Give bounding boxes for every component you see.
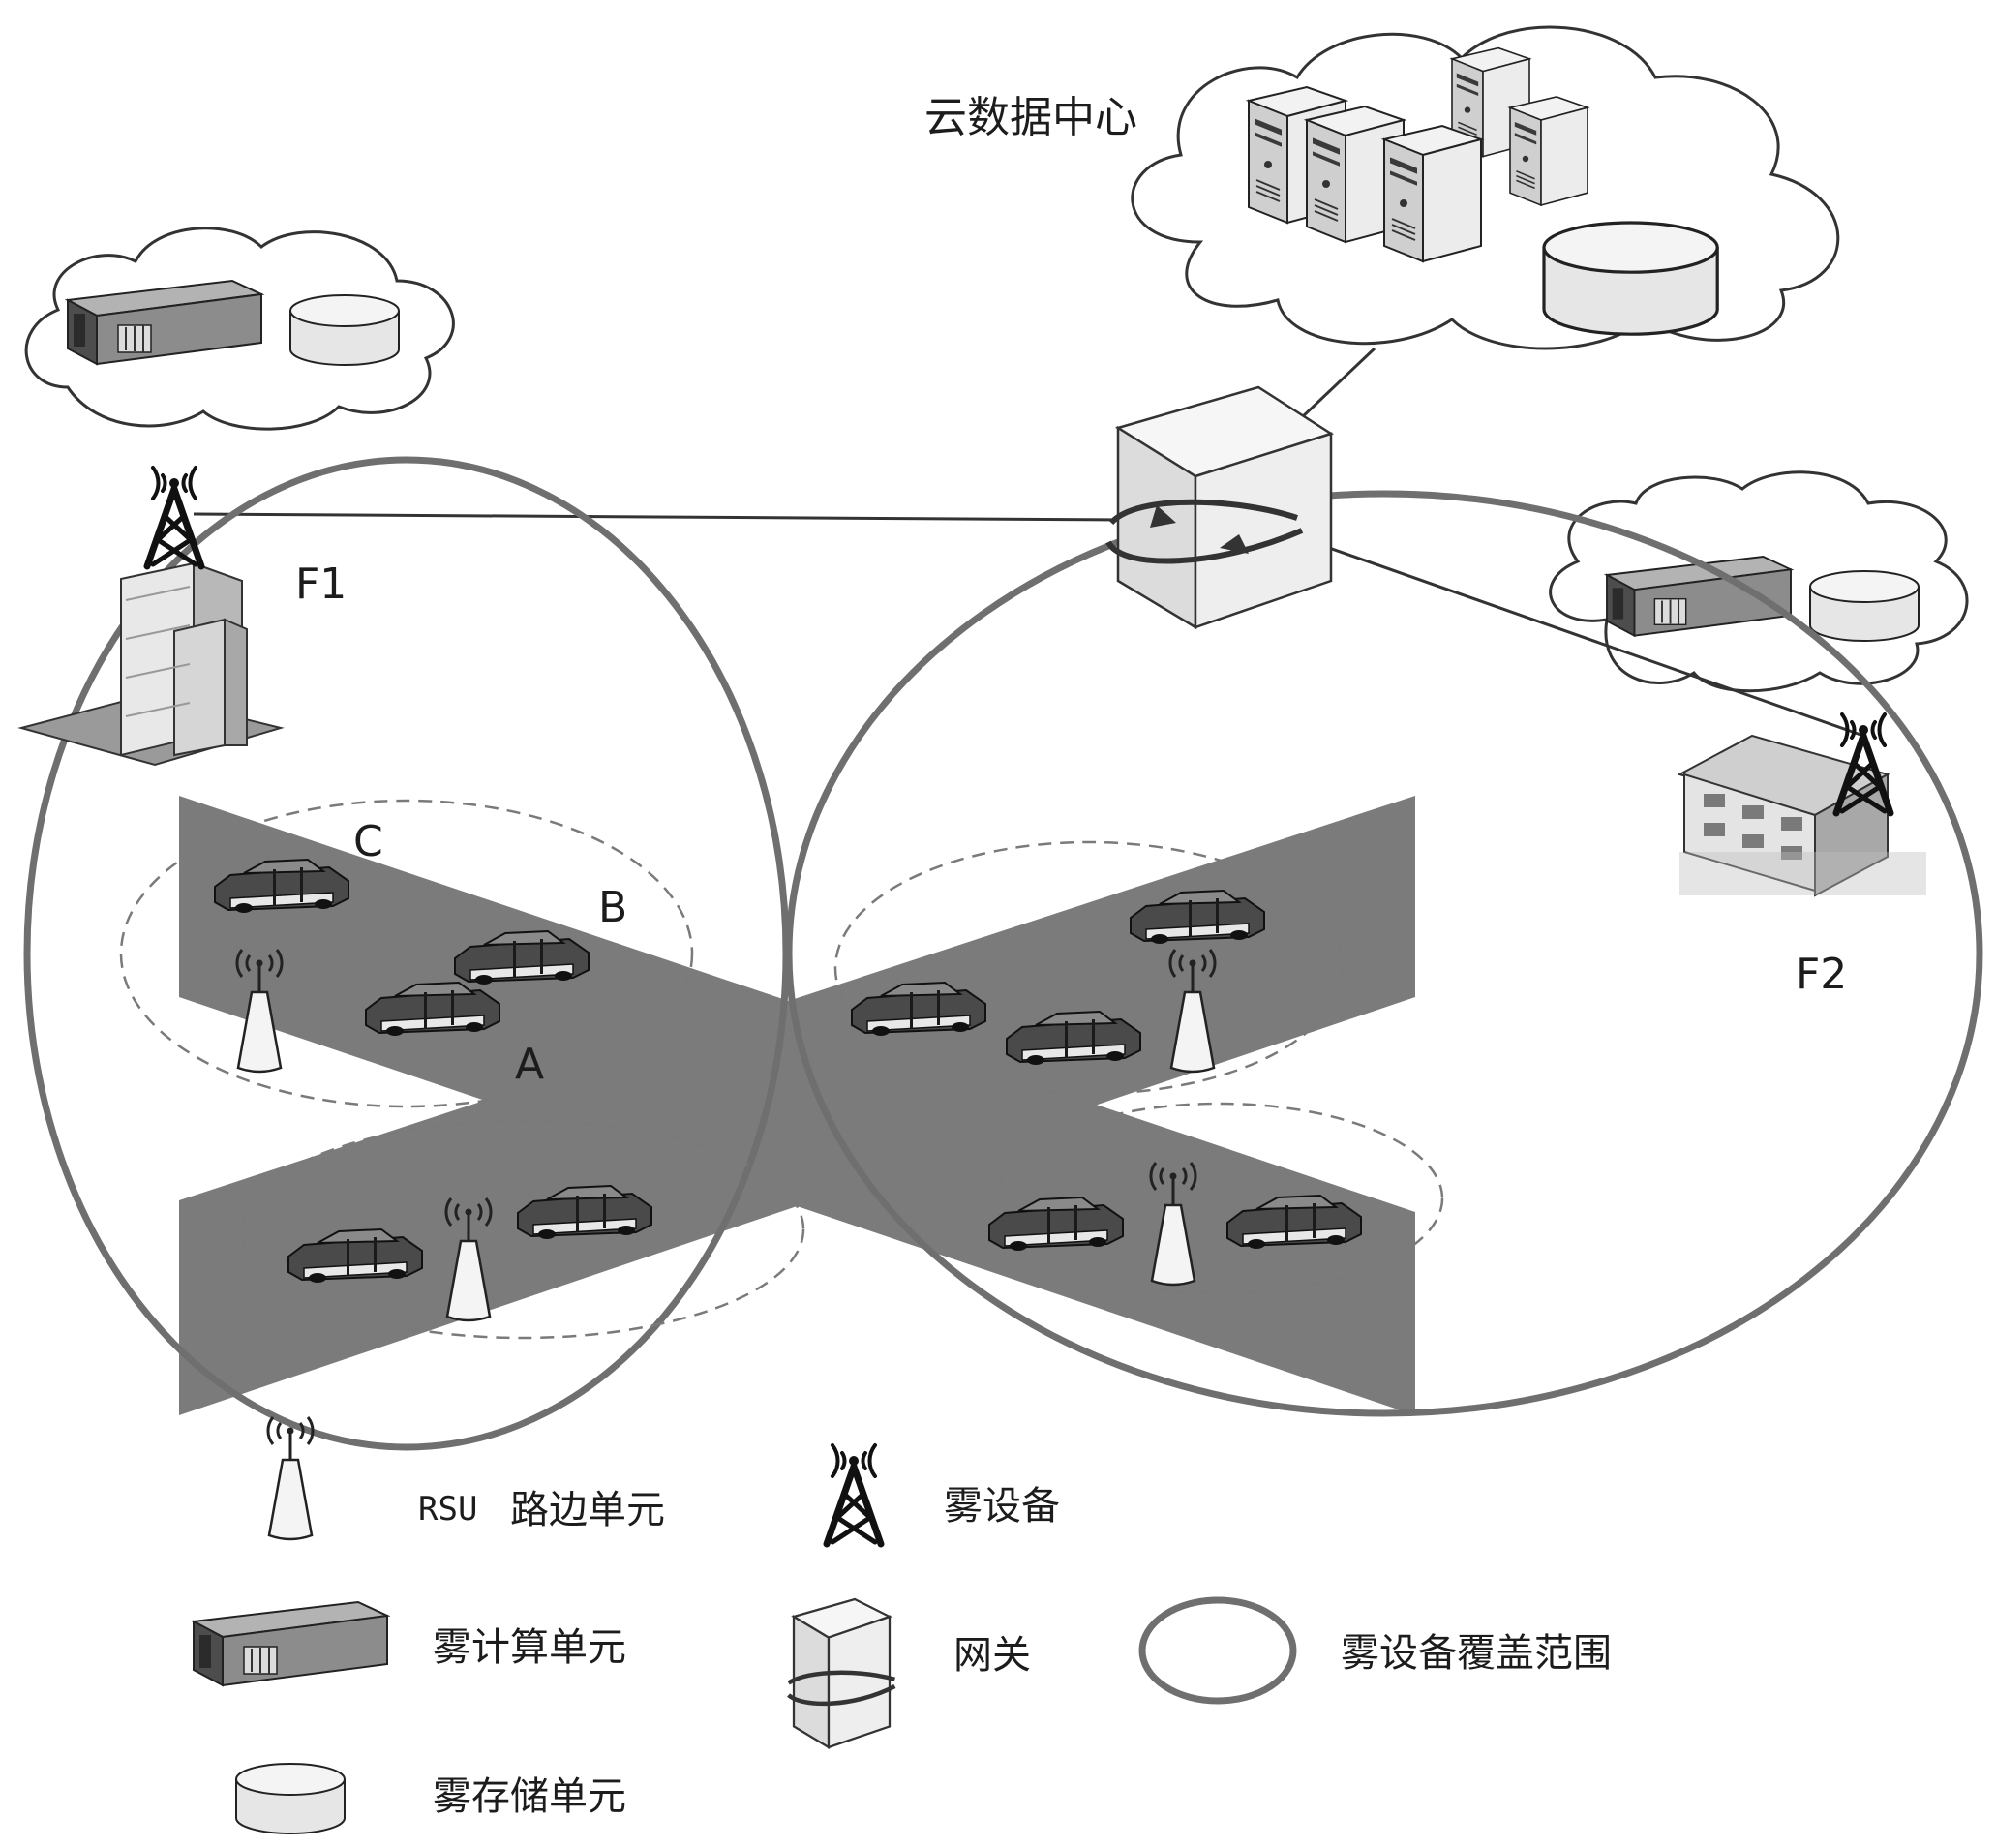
fog-device-f2-label: F2	[1796, 950, 1848, 999]
f1-fog-storage-unit	[289, 294, 400, 366]
legend-rsu-label: 路边单元	[510, 1488, 665, 1532]
legend-coverage-icon	[1138, 1596, 1297, 1705]
cluster-label-c: C	[353, 817, 383, 866]
cluster-label-b: B	[598, 883, 628, 932]
rsu-coverage-areas	[119, 799, 1444, 1340]
f2-apartment-building	[1677, 734, 1926, 897]
legend-fog-device-label: 雾设备	[944, 1484, 1060, 1529]
f1-office-building	[17, 561, 285, 767]
legend-fog-storage-label: 雾存储单元	[433, 1774, 626, 1819]
cloud-data-center-label: 云数据中心	[924, 93, 1137, 142]
cluster-label-a: A	[515, 1040, 545, 1089]
legend-fog-compute-label: 雾计算单元	[433, 1625, 626, 1670]
legend-gateway-label: 网关	[953, 1633, 1031, 1678]
legend-fog-storage-icon	[235, 1763, 346, 1834]
fog-coverage-ring-f2	[785, 490, 1983, 1417]
legend-gateway-icon	[787, 1597, 896, 1749]
cloud-storage-disk	[1542, 221, 1719, 336]
gateway-device	[1105, 385, 1334, 630]
legend-rsu-icon	[266, 1415, 315, 1541]
f1-fog-device-tower	[147, 468, 201, 566]
legend-fog-device-icon	[827, 1445, 881, 1544]
legend-fog-compute-icon	[193, 1601, 388, 1686]
f2-fog-storage-unit	[1809, 570, 1920, 642]
legend-rsu-prefix: RSU	[418, 1490, 478, 1529]
legend-coverage-label: 雾设备覆盖范围	[1341, 1631, 1612, 1676]
fog-device-f1-label: F1	[295, 560, 348, 609]
